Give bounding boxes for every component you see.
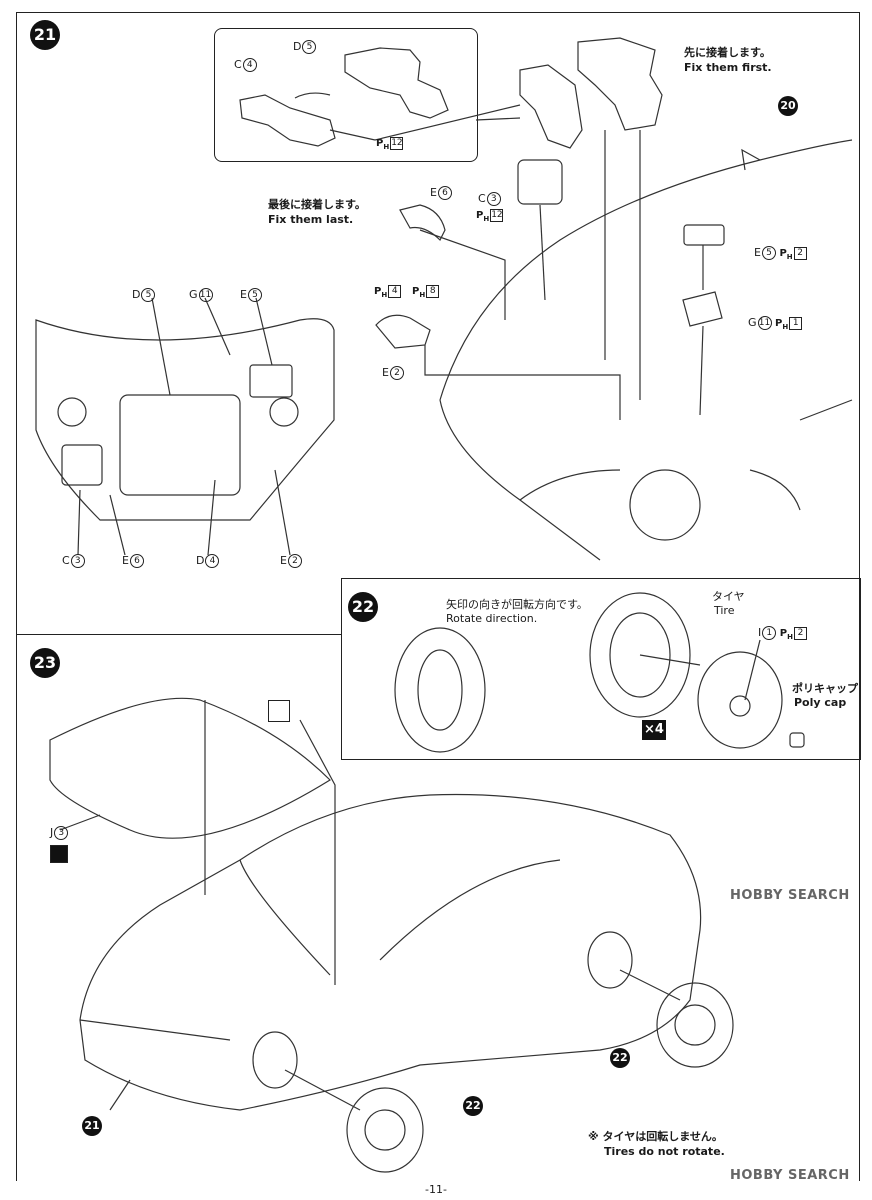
- inset-box: [214, 28, 478, 162]
- step-20-badge: 20: [778, 96, 798, 116]
- watermark-top: HOBBY SEARCH: [730, 888, 850, 903]
- cement-icon: [50, 845, 68, 863]
- note-rotate-jp: 矢印の向きが回転方向です。: [446, 598, 588, 611]
- note-fix-last-en: Fix them last.: [268, 213, 354, 226]
- quantity-badge: ×4: [642, 720, 666, 740]
- note-fix-last-jp: 最後に接着します。: [268, 198, 366, 211]
- step-22-badge: 22: [348, 592, 378, 622]
- step-22-ref-badge-bottom: 22: [463, 1096, 483, 1116]
- step-23-badge: 23: [30, 648, 60, 678]
- step22-frame: [341, 578, 861, 760]
- step-22-ref-badge-right: 22: [610, 1048, 630, 1068]
- watermark-bottom: HOBBY SEARCH: [730, 1168, 850, 1183]
- label-polycap-jp: ポリキャップ: [792, 682, 858, 695]
- glue-icon: [268, 700, 290, 722]
- page-number: -11-: [425, 1183, 447, 1196]
- step21-frame: [16, 12, 860, 1181]
- note-tires-en: Tires do not rotate.: [604, 1145, 725, 1158]
- note-tires-jp: ※ タイヤは回転しません。: [588, 1130, 723, 1143]
- step23-frame: [16, 634, 341, 637]
- note-fix-first-en: Fix them first.: [684, 61, 772, 74]
- label-tire-en: Tire: [714, 604, 735, 617]
- note-fix-first-jp: 先に接着します。: [684, 46, 771, 59]
- step-21-ref-badge: 21: [82, 1116, 102, 1136]
- label-tire-jp: タイヤ: [712, 590, 745, 603]
- note-rotate-en: Rotate direction.: [446, 612, 538, 625]
- label-polycap-en: Poly cap: [794, 696, 847, 709]
- step-21-badge: 21: [30, 20, 60, 50]
